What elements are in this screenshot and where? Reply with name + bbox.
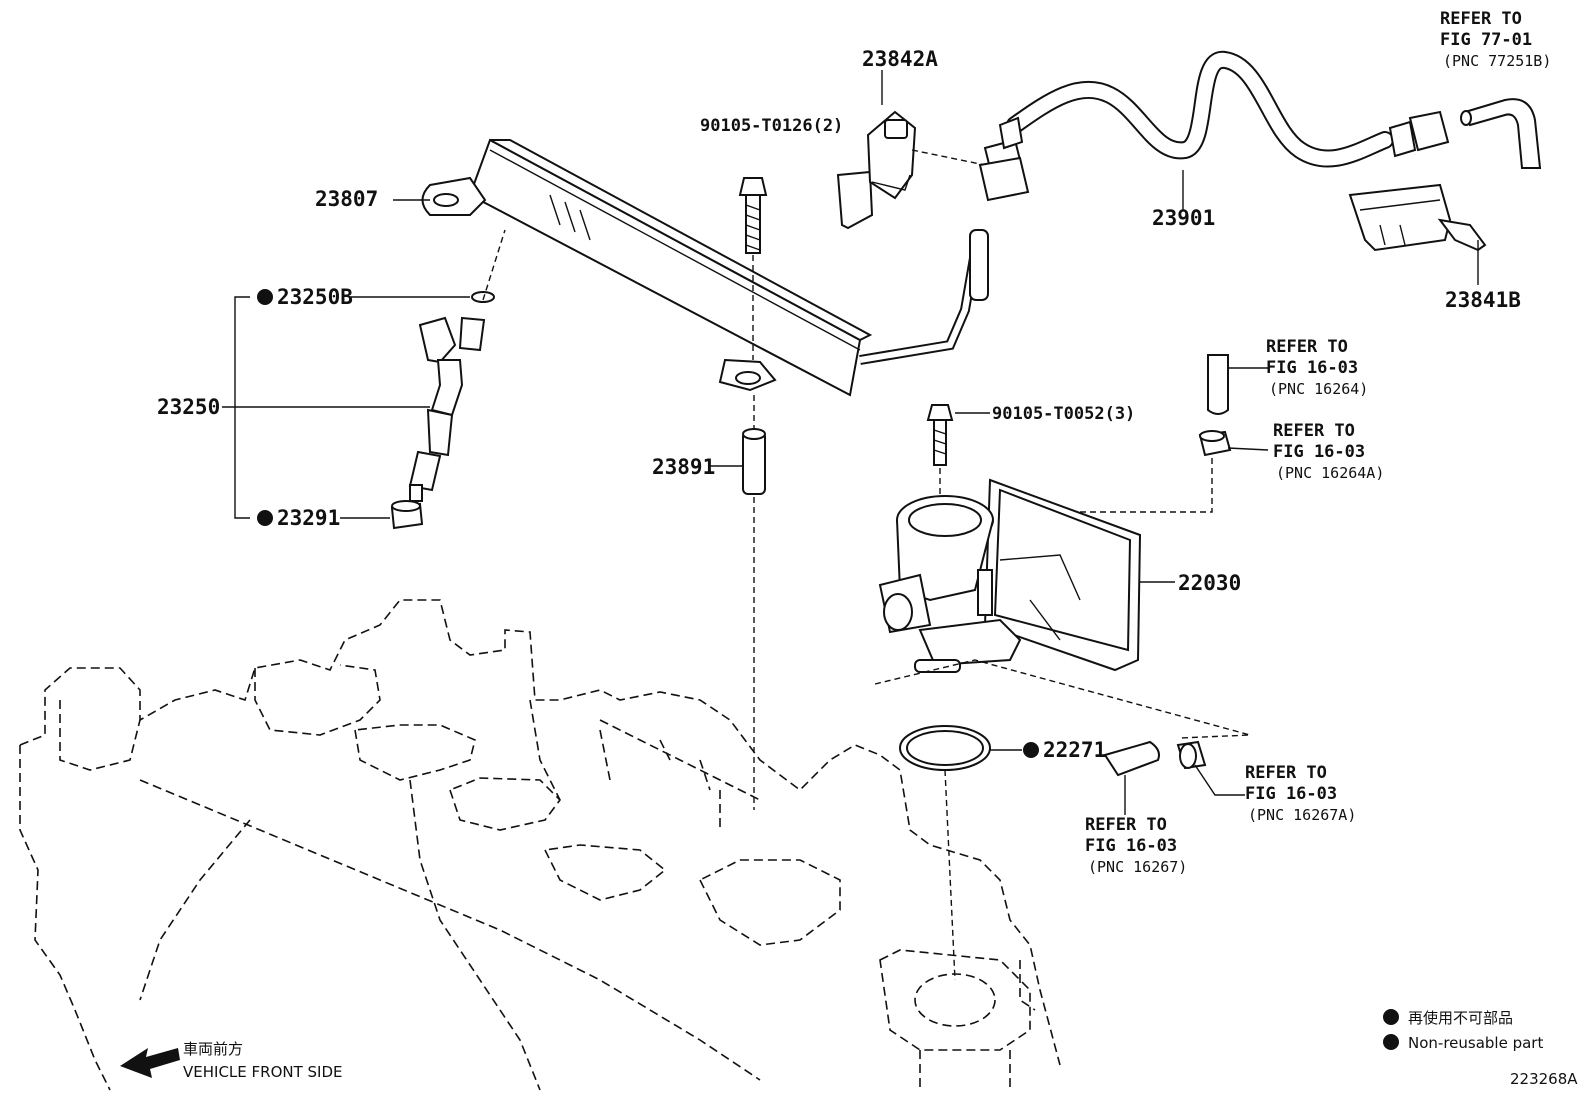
label-23250b: 23250B bbox=[277, 285, 353, 309]
gasket-22271 bbox=[899, 725, 1022, 981]
svg-text:REFER TO: REFER TO bbox=[1273, 421, 1355, 441]
label-23842a: 23842A bbox=[862, 47, 938, 71]
svg-text:FIG 16-03: FIG 16-03 bbox=[1273, 442, 1365, 462]
label-90105-t0126: 90105-T0126(2) bbox=[700, 116, 843, 136]
svg-text:(PNC 16267A): (PNC 16267A) bbox=[1248, 806, 1356, 824]
bolt-90105-t0126 bbox=[738, 177, 768, 360]
leader-lines bbox=[222, 70, 1479, 519]
legend-en: Non-reusable part bbox=[1408, 1034, 1543, 1052]
spacer-23891 bbox=[742, 395, 766, 810]
injector-23250 bbox=[390, 229, 506, 530]
ref-hose-16264 bbox=[1207, 354, 1268, 415]
refer-to-16267: REFER TO FIG 16-03 (PNC 16267) bbox=[1085, 815, 1187, 876]
refer-to-77-01: REFER TO FIG 77-01 (PNC 77251B) bbox=[1440, 9, 1551, 70]
label-22271: 22271 bbox=[1043, 738, 1106, 762]
bolt-90105-t0052 bbox=[926, 404, 990, 495]
svg-text:(PNC 77251B): (PNC 77251B) bbox=[1443, 52, 1551, 70]
svg-text:FIG 16-03: FIG 16-03 bbox=[1245, 784, 1337, 804]
svg-text:(PNC 16264): (PNC 16264) bbox=[1269, 380, 1368, 398]
ref-hose-16267 bbox=[1103, 740, 1160, 815]
label-90105-t0052: 90105-T0052(3) bbox=[992, 404, 1135, 424]
svg-text:FIG 16-03: FIG 16-03 bbox=[1085, 836, 1177, 856]
svg-text:FIG 16-03: FIG 16-03 bbox=[1266, 358, 1358, 378]
refer-to-16267a: REFER TO FIG 16-03 (PNC 16267A) bbox=[1245, 763, 1356, 824]
label-23291: 23291 bbox=[277, 506, 340, 530]
intake-manifold-outline bbox=[19, 599, 1061, 1091]
clip-23841b bbox=[1348, 183, 1487, 252]
non-reusable-dot-icon bbox=[1383, 1009, 1399, 1025]
fuel-rail-23807 bbox=[421, 138, 989, 397]
ref-hose-77-01 bbox=[1460, 98, 1542, 169]
figure-id: 223268A bbox=[1510, 1070, 1578, 1088]
refer-to-16264: REFER TO FIG 16-03 (PNC 16264) bbox=[1266, 337, 1368, 398]
legend-jp: 再使用不可部品 bbox=[1408, 1009, 1513, 1027]
svg-text:REFER TO: REFER TO bbox=[1266, 337, 1348, 357]
non-reusable-dot-icon bbox=[1023, 742, 1039, 758]
label-23901: 23901 bbox=[1152, 206, 1215, 230]
refer-to-16264a: REFER TO FIG 16-03 (PNC 16264A) bbox=[1273, 421, 1384, 482]
label-23250: 23250 bbox=[157, 395, 220, 419]
svg-text:REFER TO: REFER TO bbox=[1440, 9, 1522, 29]
label-22030: 22030 bbox=[1178, 571, 1241, 595]
non-reusable-dot-icon bbox=[257, 510, 273, 526]
throttle-body-22030 bbox=[874, 478, 1251, 739]
front-label-en: VEHICLE FRONT SIDE bbox=[183, 1063, 343, 1081]
ref-clamp-16267a bbox=[1176, 740, 1245, 796]
non-reusable-dot-icon bbox=[257, 289, 273, 305]
fuel-hose-23901 bbox=[978, 51, 1450, 202]
svg-text:(PNC 16264A): (PNC 16264A) bbox=[1276, 464, 1384, 482]
label-23841b: 23841B bbox=[1445, 288, 1521, 312]
svg-text:REFER TO: REFER TO bbox=[1245, 763, 1327, 783]
front-arrow-icon bbox=[120, 1048, 180, 1078]
svg-text:FIG 77-01: FIG 77-01 bbox=[1440, 30, 1532, 50]
svg-text:REFER TO: REFER TO bbox=[1085, 815, 1167, 835]
connector-23842a bbox=[836, 110, 986, 230]
non-reusable-dot-icon bbox=[1383, 1034, 1399, 1050]
svg-text:(PNC 16267): (PNC 16267) bbox=[1088, 858, 1187, 876]
label-23807: 23807 bbox=[315, 187, 378, 211]
label-23891: 23891 bbox=[652, 455, 715, 479]
front-label-jp: 車両前方 bbox=[183, 1040, 243, 1058]
